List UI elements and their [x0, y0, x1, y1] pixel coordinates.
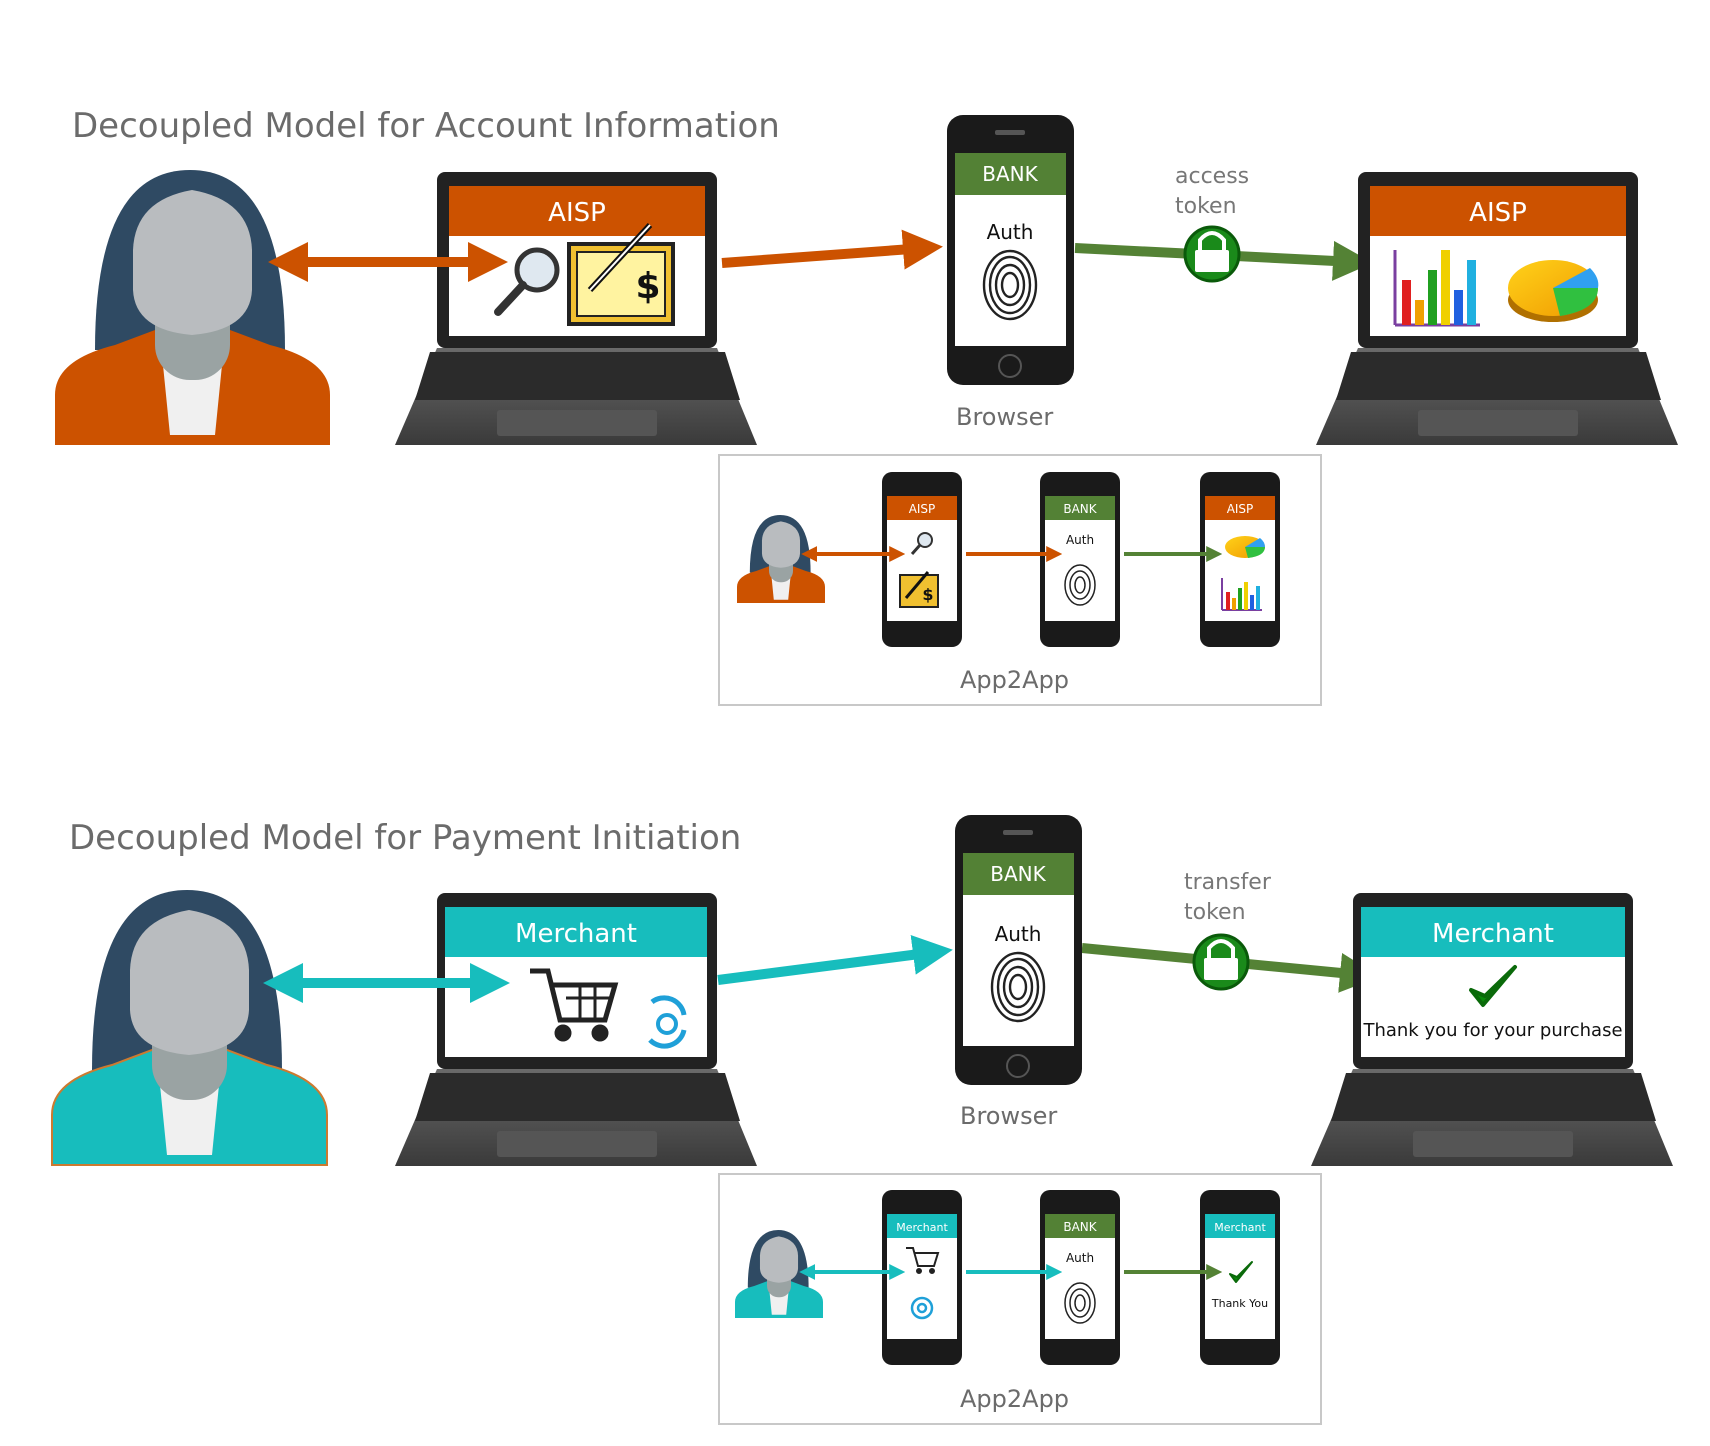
merchant-laptop-left: Merchant — [395, 893, 757, 1166]
person-icon — [55, 170, 330, 445]
access-token-label: access token — [1175, 162, 1249, 222]
bank-header — [955, 153, 1066, 195]
account-app2app-aisp-phone: AISP $ — [882, 472, 962, 647]
fingerprint-icon — [982, 249, 1038, 321]
app2app-merchant-label: Merchant — [896, 1221, 948, 1234]
magnifier-icon — [494, 247, 560, 316]
account-browser-caption: Browser — [956, 403, 1054, 431]
payment-app2app-caption: App2App — [960, 1385, 1070, 1413]
check-icon: $ — [567, 222, 675, 326]
bank-header-label: BANK — [982, 162, 1038, 186]
person-icon — [51, 890, 328, 1166]
aisp-bank-arrow — [721, 229, 943, 270]
bank-auth-label: Auth — [987, 220, 1034, 244]
app2app-auth-label: Auth — [1066, 533, 1094, 547]
app2app-bank-label: BANK — [1063, 502, 1097, 516]
fingerprint-icon — [990, 951, 1046, 1023]
lock-icon — [1192, 933, 1250, 991]
aisp-header-left — [449, 186, 705, 236]
payment-browser-caption: Browser — [960, 1102, 1058, 1130]
account-app2app-person-icon — [737, 515, 825, 603]
account-app2app-aisp-result-phone: AISP — [1200, 472, 1280, 647]
account-app2app-caption: App2App — [960, 666, 1070, 694]
cart-icon — [906, 1247, 940, 1274]
app2app-thank-you: Thank You — [1211, 1297, 1268, 1310]
magnifier-icon — [910, 532, 933, 555]
app2app-merchant-result-label: Merchant — [1214, 1221, 1266, 1234]
aisp-header-left-label: AISP — [548, 198, 606, 228]
bar-chart-icon — [1393, 250, 1480, 327]
app2app-aisp-result-label: AISP — [1227, 502, 1254, 516]
access-token-line1: access — [1175, 164, 1250, 189]
pie-chart-icon — [1225, 536, 1265, 558]
access-token-line2: token — [1175, 194, 1237, 219]
aisp-header-right-label: AISP — [1469, 198, 1527, 228]
merchant-header-right — [1361, 907, 1625, 957]
svg-text:$: $ — [635, 266, 660, 307]
spinner-icon — [910, 1296, 934, 1320]
svg-text:$: $ — [922, 585, 933, 604]
bank-phone: BANK Auth — [947, 115, 1074, 385]
fingerprint-icon — [1064, 564, 1096, 606]
app2app-aisp-label: AISP — [909, 502, 936, 516]
spinner-icon — [648, 995, 687, 1049]
cart-icon — [530, 968, 619, 1042]
bank-phone: BANK Auth — [955, 815, 1082, 1085]
checkmark-icon — [1229, 1261, 1253, 1283]
merchant-header-left — [445, 907, 707, 957]
payment-app2app-bank-phone: BANK Auth — [1040, 1190, 1120, 1365]
bank-header — [963, 853, 1074, 895]
check-icon: $ — [899, 571, 939, 608]
account-app2app-bank-phone: BANK Auth — [1040, 472, 1120, 647]
aisp-laptop-right: AISP — [1316, 172, 1678, 445]
bank-auth-label-2: Auth — [995, 922, 1042, 946]
merchant-header-left-label: Merchant — [515, 919, 637, 949]
transfer-token-line1: transfer — [1184, 870, 1271, 895]
account-app2app-box: App2App — [718, 454, 1322, 706]
payment-section-title: Decoupled Model for Payment Initiation — [69, 818, 742, 858]
merchant-header-right-label: Merchant — [1432, 919, 1554, 949]
bank-header-label-2: BANK — [990, 862, 1046, 886]
checkmark-icon — [1469, 965, 1517, 1007]
app2app-auth-label-2: Auth — [1066, 1251, 1094, 1265]
lock-icon — [1183, 225, 1241, 283]
pie-chart-icon — [1508, 260, 1599, 322]
transfer-token-label: transfer token — [1184, 868, 1271, 928]
payment-app2app-merchant-result-phone: Merchant Thank You — [1200, 1190, 1280, 1365]
transfer-token-line2: token — [1184, 900, 1246, 925]
fingerprint-icon — [1064, 1282, 1096, 1324]
payment-app2app-merchant-phone: Merchant — [882, 1190, 962, 1365]
thank-you-message: Thank you for your purchase — [1362, 1020, 1622, 1041]
merchant-bank-arrow — [717, 934, 953, 985]
payment-app2app-person-icon — [735, 1230, 823, 1318]
aisp-laptop-left: AISP $ — [395, 172, 757, 445]
app2app-bank-label-2: BANK — [1063, 1220, 1097, 1234]
account-section-title: Decoupled Model for Account Information — [72, 106, 780, 146]
aisp-header-right — [1370, 186, 1626, 236]
merchant-laptop-right: Merchant Thank you for your purchase — [1311, 893, 1673, 1166]
payment-app2app-box: App2App — [718, 1173, 1322, 1425]
bar-chart-icon — [1221, 578, 1262, 611]
